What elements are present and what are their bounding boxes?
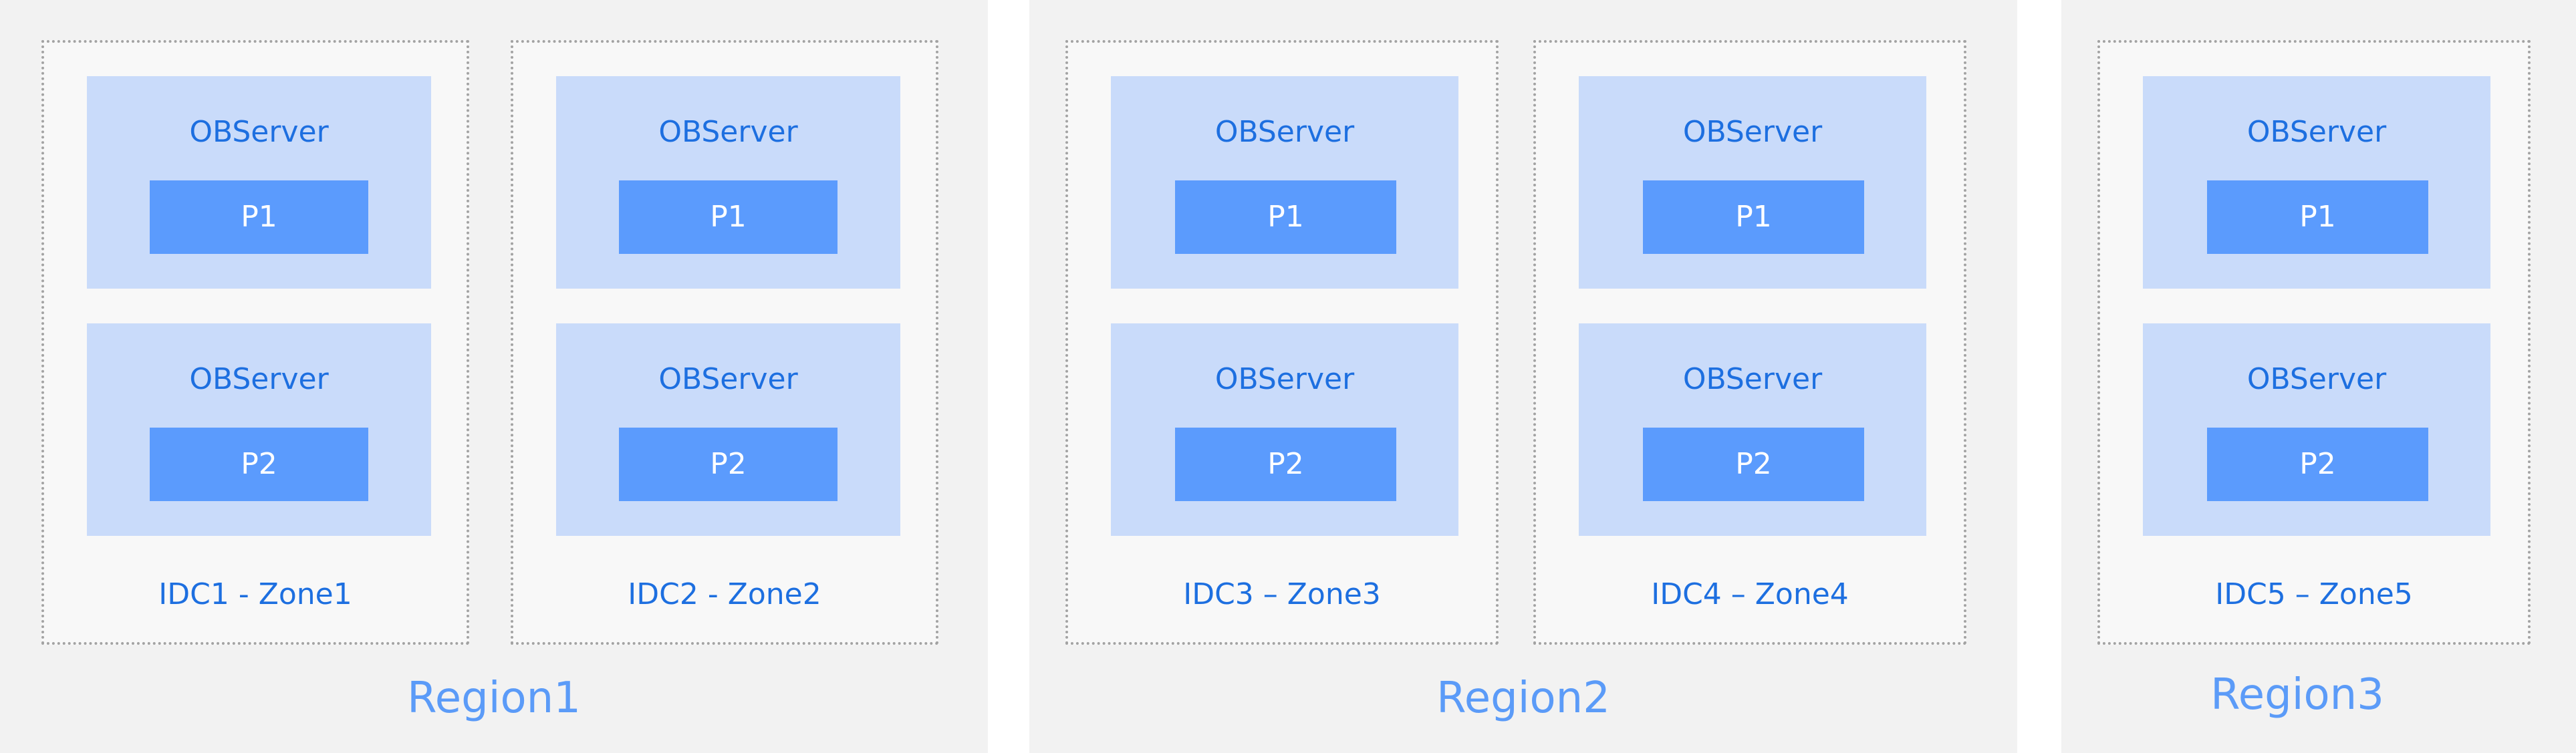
zone-label: IDC1 - Zone1: [158, 577, 352, 611]
zone-idc3: OBServer P1 OBServer P2 IDC3 – Zone3: [1065, 40, 1499, 645]
partition-block: P1: [150, 180, 368, 254]
observer-node: OBServer P1: [1111, 76, 1458, 289]
zone-idc5: OBServer P1 OBServer P2 IDC5 – Zone5: [2097, 40, 2531, 645]
partition-block: P2: [1643, 428, 1864, 501]
observer-node: OBServer P1: [2143, 76, 2490, 289]
observer-title: OBServer: [2246, 115, 2387, 149]
partition-block: P2: [619, 428, 838, 501]
region-label: Region3: [2210, 670, 2384, 720]
observer-title: OBServer: [1682, 115, 1823, 149]
observer-title: OBServer: [1214, 362, 1355, 396]
observer-node: OBServer P1: [1579, 76, 1926, 289]
partition-block: P2: [1175, 428, 1396, 501]
observer-title: OBServer: [1682, 362, 1823, 396]
observer-node: OBServer P2: [2143, 323, 2490, 536]
zone-label: IDC2 - Zone2: [628, 577, 821, 611]
observer-title: OBServer: [658, 115, 798, 149]
observer-title: OBServer: [1214, 115, 1355, 149]
region-2: OBServer P1 OBServer P2 IDC3 – Zone3 OBS…: [1029, 0, 2017, 753]
partition-block: P1: [1643, 180, 1864, 254]
region-3: OBServer P1 OBServer P2 IDC5 – Zone5 Reg…: [2061, 0, 2576, 753]
partition-block: P1: [1175, 180, 1396, 254]
zone-label: IDC3 – Zone3: [1183, 577, 1381, 611]
observer-title: OBServer: [189, 115, 329, 149]
observer-node: OBServer P2: [556, 323, 900, 536]
observer-node: OBServer P2: [1579, 323, 1926, 536]
zone-idc4: OBServer P1 OBServer P2 IDC4 – Zone4: [1533, 40, 1966, 645]
zone-label: IDC4 – Zone4: [1651, 577, 1849, 611]
partition-block: P2: [2207, 428, 2428, 501]
observer-node: OBServer P1: [556, 76, 900, 289]
partition-block: P2: [150, 428, 368, 501]
observer-title: OBServer: [658, 362, 798, 396]
observer-title: OBServer: [2246, 362, 2387, 396]
observer-node: OBServer P2: [87, 323, 431, 536]
observer-node: OBServer P2: [1111, 323, 1458, 536]
observer-node: OBServer P1: [87, 76, 431, 289]
region-label: Region1: [407, 673, 581, 723]
observer-title: OBServer: [189, 362, 329, 396]
zone-idc2: OBServer P1 OBServer P2 IDC2 - Zone2: [511, 40, 938, 645]
partition-block: P1: [619, 180, 838, 254]
region-1: OBServer P1 OBServer P2 IDC1 - Zone1 OBS…: [0, 0, 988, 753]
region-label: Region2: [1436, 673, 1610, 723]
zone-label: IDC5 – Zone5: [2215, 577, 2413, 611]
partition-block: P1: [2207, 180, 2428, 254]
zone-idc1: OBServer P1 OBServer P2 IDC1 - Zone1: [41, 40, 469, 645]
